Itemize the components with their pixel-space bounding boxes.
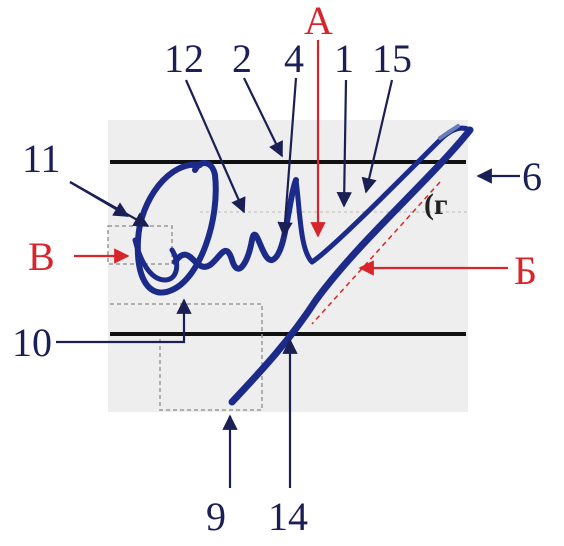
signature-waves — [172, 177, 299, 272]
label-b: Б — [514, 248, 537, 293]
dashed-box-lower — [110, 303, 263, 411]
signature-tip — [438, 124, 460, 140]
pointer-10 — [56, 298, 192, 344]
label-10: 10 — [12, 320, 52, 365]
dark-pointers — [56, 77, 520, 488]
pointer-15 — [361, 79, 394, 194]
pointer-1 — [336, 79, 352, 208]
label-1: 1 — [334, 36, 354, 81]
label-12: 12 — [164, 36, 204, 81]
signature-descender — [228, 126, 474, 406]
red-pointers — [74, 40, 508, 325]
label-9: 9 — [206, 494, 226, 539]
label-4: 4 — [284, 36, 304, 81]
label-11: 11 — [22, 136, 61, 181]
label-a: А — [304, 0, 333, 43]
pointer-11b — [69, 181, 130, 217]
label-v: В — [28, 234, 55, 279]
pointer-2 — [243, 77, 283, 158]
label-2: 2 — [232, 36, 252, 81]
pointer-12 — [184, 79, 246, 214]
label-6: 6 — [522, 154, 542, 199]
label-14: 14 — [268, 494, 308, 539]
pointer-4 — [277, 77, 298, 238]
label-15: 15 — [372, 36, 412, 81]
signature-strokes — [132, 124, 474, 406]
glyph-label: (г — [424, 188, 448, 221]
signature-loop — [134, 160, 219, 296]
red-dashed-axis — [311, 181, 441, 325]
